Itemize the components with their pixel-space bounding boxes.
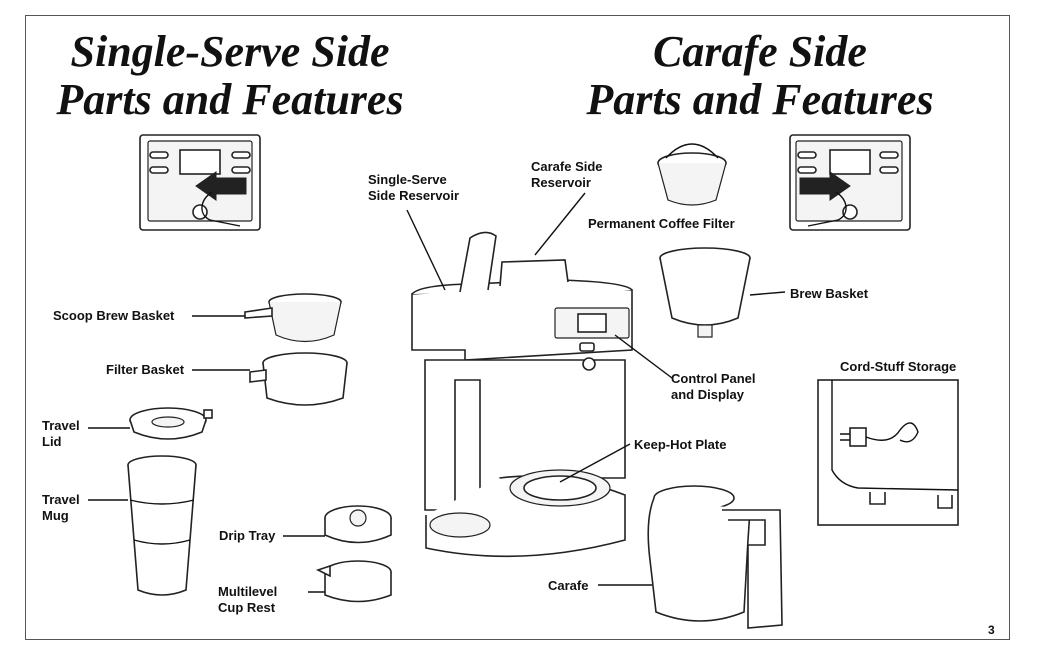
label-single-serve-reservoir: Single-Serve Side Reservoir <box>368 172 459 204</box>
label-control-panel-line-1: Control Panel <box>671 371 756 387</box>
label-carafe: Carafe <box>548 578 588 594</box>
label-travel-mug-line-1: Travel <box>42 492 80 508</box>
brew-basket-drawing <box>660 248 750 337</box>
label-cs-reservoir-line-1: Carafe Side <box>531 159 603 175</box>
label-permanent-coffee-filter: Permanent Coffee Filter <box>588 216 735 232</box>
carafe-control-panel-inset <box>790 135 910 230</box>
label-ss-reservoir-line-2: Side Reservoir <box>368 188 459 204</box>
single-serve-heading: Single-Serve Side Parts and Features <box>50 28 410 124</box>
label-ss-reservoir-line-1: Single-Serve <box>368 172 459 188</box>
cord-storage-inset <box>818 380 958 525</box>
label-travel-mug: Travel Mug <box>42 492 80 524</box>
label-travel-lid-line-1: Travel <box>42 418 80 434</box>
label-travel-lid-line-2: Lid <box>42 434 80 450</box>
page-number: 3 <box>988 622 995 638</box>
label-scoop-brew-basket: Scoop Brew Basket <box>53 308 174 324</box>
label-keep-hot-plate: Keep-Hot Plate <box>634 437 726 453</box>
multilevel-cup-rest-drawing <box>318 561 391 602</box>
scoop-brew-basket-drawing <box>245 294 341 342</box>
permanent-coffee-filter-drawing <box>658 144 726 205</box>
label-control-panel: Control Panel and Display <box>671 371 756 403</box>
single-serve-heading-line-2: Parts and Features <box>50 76 410 124</box>
label-travel-mug-line-2: Mug <box>42 508 80 524</box>
label-cs-reservoir-line-2: Reservoir <box>531 175 603 191</box>
single-serve-control-panel-inset <box>140 135 260 230</box>
label-brew-basket: Brew Basket <box>790 286 868 302</box>
travel-lid-drawing <box>130 408 212 439</box>
label-multilevel-cup-rest: Multilevel Cup Rest <box>218 584 277 616</box>
drip-tray-drawing <box>325 506 391 543</box>
label-cord-storage: Cord-Stuff Storage <box>840 359 956 375</box>
carafe-drawing <box>648 486 782 628</box>
label-multilevel-line-1: Multilevel <box>218 584 277 600</box>
travel-mug-drawing <box>128 456 196 595</box>
label-multilevel-line-2: Cup Rest <box>218 600 277 616</box>
label-carafe-side-reservoir: Carafe Side Reservoir <box>531 159 603 191</box>
carafe-heading: Carafe Side Parts and Features <box>580 28 940 124</box>
filter-basket-drawing <box>250 353 347 405</box>
carafe-heading-line-2: Parts and Features <box>580 76 940 124</box>
label-control-panel-line-2: and Display <box>671 387 756 403</box>
label-travel-lid: Travel Lid <box>42 418 80 450</box>
carafe-heading-line-1: Carafe Side <box>580 28 940 76</box>
coffee-maker-drawing <box>412 232 632 556</box>
label-drip-tray: Drip Tray <box>219 528 275 544</box>
single-serve-heading-line-1: Single-Serve Side <box>50 28 410 76</box>
label-filter-basket: Filter Basket <box>106 362 184 378</box>
